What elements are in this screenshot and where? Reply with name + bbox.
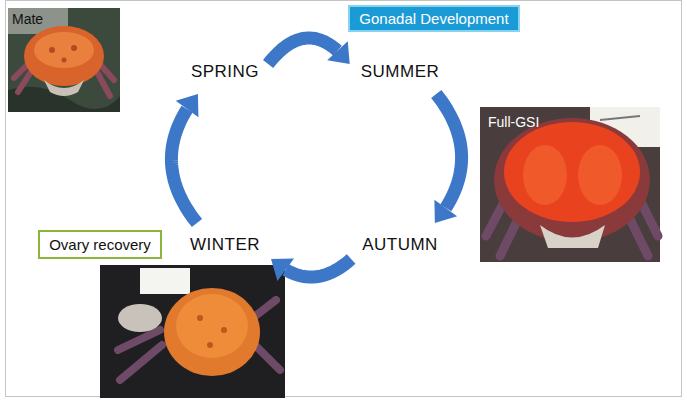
node-text: SPRING bbox=[191, 62, 259, 82]
node-text: Gonadal Development bbox=[359, 10, 508, 27]
mate-photo bbox=[8, 8, 120, 112]
full-gsi-photo bbox=[480, 107, 660, 262]
arrow-head bbox=[434, 200, 457, 223]
photo-caption: Full-GSI bbox=[488, 114, 539, 130]
arrow-head bbox=[271, 258, 294, 281]
photo-caption: Mate bbox=[12, 11, 43, 27]
season-label: AUTUMN bbox=[359, 233, 441, 257]
cycle-arrow bbox=[268, 38, 350, 64]
arrow-head bbox=[176, 94, 199, 117]
arrow-shaft bbox=[268, 38, 337, 64]
cycle-arrow bbox=[434, 94, 461, 223]
stage-box: Ovary recovery bbox=[38, 230, 162, 259]
node-text: SUMMER bbox=[361, 62, 440, 82]
arrow-shaft bbox=[171, 109, 197, 223]
node-text: Ovary recovery bbox=[49, 236, 151, 253]
season-label: SPRING bbox=[188, 60, 262, 84]
stage-box: Gonadal Development bbox=[348, 5, 519, 32]
node-text: WINTER bbox=[190, 235, 260, 255]
cycle-arrow bbox=[271, 258, 351, 281]
season-label: WINTER bbox=[187, 233, 263, 257]
winter-photo bbox=[100, 265, 285, 398]
arrow-head bbox=[327, 41, 350, 64]
arrow-shaft bbox=[436, 94, 461, 208]
node-text: AUTUMN bbox=[362, 235, 438, 255]
season-label: SUMMER bbox=[358, 60, 443, 84]
cycle-arrow bbox=[171, 94, 198, 223]
arrow-shaft bbox=[286, 259, 351, 277]
